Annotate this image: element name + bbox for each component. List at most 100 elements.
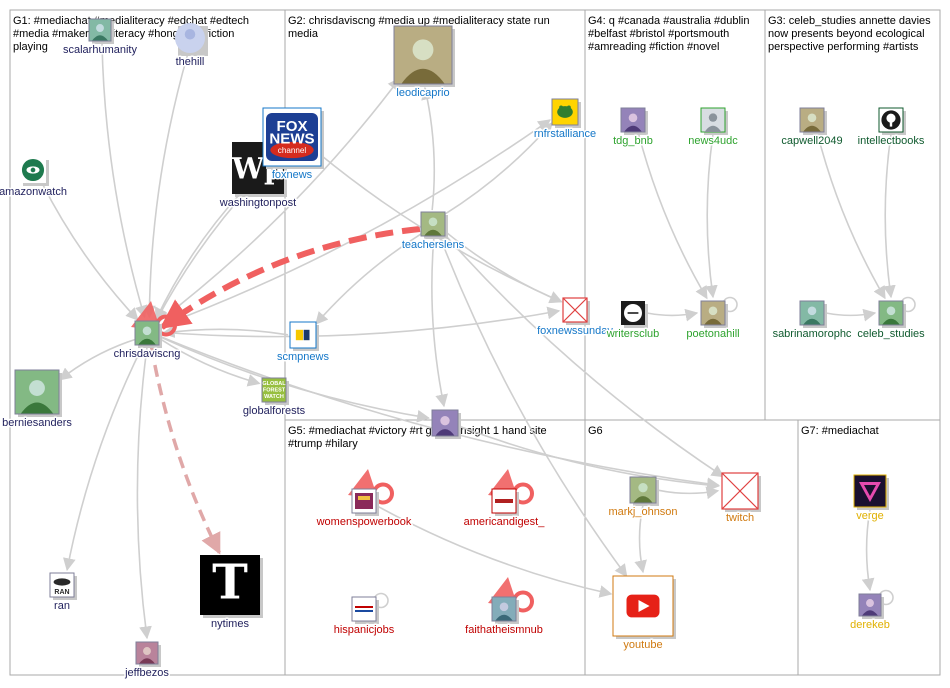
node-label-hispanicjobs: hispanicjobs bbox=[334, 624, 395, 636]
globalforests-badge-line-1: GLOBAL bbox=[262, 381, 286, 387]
edge-chrisdaviscng-to-berniesanders bbox=[58, 338, 135, 381]
node-verge[interactable]: verge bbox=[853, 474, 889, 524]
edge-chrisdaviscng-to-rnfrstalliance bbox=[159, 119, 552, 328]
node-label-youtube: youtube bbox=[623, 639, 662, 651]
user-avatar-icon bbox=[858, 593, 882, 617]
node-label-twitch: twitch bbox=[726, 512, 754, 524]
node-scalarhumanity[interactable]: scalarhumanity bbox=[62, 18, 139, 58]
node-derekeb[interactable]: derekeb bbox=[849, 593, 891, 633]
node-hispanicjobs[interactable]: hispanicjobs bbox=[332, 596, 396, 638]
edge-chrisdaviscng-to-globalforests bbox=[159, 338, 261, 387]
node-writersclub[interactable]: writersclub bbox=[604, 301, 661, 342]
node-scmpnews[interactable]: scmpnews bbox=[276, 321, 331, 365]
edge-teacherslens-to-chrisdaviscng bbox=[159, 226, 421, 330]
edge-chrisdaviscng-to-ran bbox=[63, 345, 144, 572]
node-label-sabrinamorophc: sabrinamorophc bbox=[773, 328, 852, 340]
group-title-g6-line-1: G6 bbox=[588, 425, 603, 437]
scmp-logo-icon bbox=[289, 321, 317, 349]
edge-teacherslens-to-g2woman bbox=[431, 237, 448, 408]
americandigest-logo-icon bbox=[491, 488, 517, 514]
node-chrisdaviscng[interactable]: chrisdaviscng bbox=[112, 320, 182, 362]
foxnews-badge-line-1: FOX bbox=[277, 118, 308, 135]
node-faithatheismnub[interactable]: faithatheismnub bbox=[464, 596, 544, 638]
thehill-logo-icon bbox=[175, 23, 205, 53]
edge-teacherslens-to-twitch bbox=[442, 232, 725, 478]
node-g2woman[interactable] bbox=[431, 409, 461, 439]
node-rnfrstalliance[interactable]: rnfrstalliance bbox=[532, 98, 598, 142]
edge-chrisdaviscng-to-foxnewssunday bbox=[160, 306, 561, 338]
node-label-americandigest_: americandigest_ bbox=[464, 516, 546, 528]
node-foxnewssunday[interactable]: foxnewssunday bbox=[536, 297, 615, 339]
user-avatar-icon bbox=[134, 320, 160, 346]
user-avatar-icon bbox=[14, 369, 60, 415]
node-label-tdg_bnb: tdg_bnb bbox=[613, 135, 653, 147]
frog-logo-icon bbox=[551, 98, 579, 126]
icon-frame bbox=[88, 18, 112, 42]
node-news4udc[interactable]: news4udc bbox=[687, 107, 740, 149]
verge-logo-icon bbox=[853, 474, 887, 508]
icon-frame bbox=[551, 98, 579, 126]
icon-frame bbox=[49, 572, 75, 598]
group-title-g4-line-3: #amreading #fiction #novel bbox=[588, 41, 719, 53]
node-intellectbooks[interactable]: intellectbooks bbox=[856, 107, 926, 149]
ran-logo-icon: RAN bbox=[49, 572, 75, 598]
node-label-chrisdaviscng: chrisdaviscng bbox=[114, 348, 181, 360]
user-avatar-icon bbox=[420, 211, 446, 237]
icon-frame bbox=[261, 377, 287, 403]
node-label-amazonwatch: amazonwatch bbox=[0, 186, 67, 198]
node-sabrinamorophc[interactable]: sabrinamorophc bbox=[771, 300, 853, 342]
node-label-celeb_studies: celeb_studies bbox=[857, 328, 925, 340]
globalforests-badge-line-3: WATCH bbox=[264, 394, 284, 400]
node-youtube[interactable]: youtube bbox=[612, 575, 676, 653]
icon-frame bbox=[431, 409, 459, 437]
group-title-g4-line-2: #belfast #bristol #portsmouth bbox=[588, 28, 729, 40]
node-twitch[interactable]: twitch bbox=[721, 472, 761, 526]
edge-teacherslens-to-leodicaprio bbox=[421, 86, 436, 211]
node-capwell2049[interactable]: capwell2049 bbox=[780, 107, 844, 149]
icon-frame bbox=[134, 320, 160, 346]
edge-sabrinamorophc-to-celeb_studies bbox=[825, 308, 877, 322]
user-avatar-icon bbox=[799, 300, 825, 326]
nytimes-logo-icon: T bbox=[200, 555, 260, 615]
node-teacherslens[interactable]: teacherslens bbox=[400, 211, 466, 253]
node-markj_ohnson[interactable]: markj_ohnson bbox=[607, 476, 679, 520]
writersclub-logo-icon bbox=[621, 301, 645, 325]
book-logo-icon bbox=[351, 488, 377, 514]
intellect-logo-icon bbox=[878, 107, 904, 133]
node-jeffbezos[interactable]: jeffbezos bbox=[123, 641, 171, 681]
foxnews-badge-line-2: NEWS bbox=[269, 130, 314, 147]
icon-frame bbox=[629, 476, 657, 504]
icon-frame bbox=[491, 596, 517, 622]
node-womenspowerbook[interactable]: womenspowerbook bbox=[314, 488, 413, 530]
node-label-scmpnews: scmpnews bbox=[277, 351, 329, 363]
edge-chrisdaviscng-to-jeffbezos bbox=[136, 346, 152, 640]
node-berniesanders[interactable]: berniesanders bbox=[1, 369, 74, 431]
node-label-berniesanders: berniesanders bbox=[2, 417, 72, 429]
group-title-g3-line-3: perspective performing #artists bbox=[768, 41, 919, 53]
node-label-scalarhumanity: scalarhumanity bbox=[63, 44, 137, 56]
user-avatar-icon bbox=[491, 596, 517, 622]
edge-tdg_bnb-to-poetonahill bbox=[637, 132, 708, 300]
node-amazonwatch[interactable]: amazonwatch bbox=[0, 157, 68, 200]
node-label-rnfrstalliance: rnfrstalliance bbox=[534, 128, 596, 140]
group-title-g2-line-1: G2: chrisdaviscng #media up #medialitera… bbox=[288, 15, 550, 27]
edge-verge-to-derekeb bbox=[861, 508, 875, 592]
group-box-g7 bbox=[797, 419, 941, 676]
icon-frame bbox=[700, 300, 726, 326]
user-avatar-icon bbox=[620, 107, 646, 133]
edge-writersclub-to-poetonahill bbox=[646, 308, 699, 322]
node-label-jeffbezos: jeffbezos bbox=[124, 667, 169, 679]
node-poetonahill[interactable]: poetonahill bbox=[685, 300, 741, 342]
node-celeb_studies[interactable]: celeb_studies bbox=[856, 300, 927, 342]
node-leodicaprio[interactable]: leodicaprio bbox=[393, 25, 455, 101]
node-americandigest_[interactable]: americandigest_ bbox=[462, 488, 547, 530]
edge-womenspowerbook-to-youtube bbox=[376, 505, 613, 598]
node-tdg_bnb[interactable]: tdg_bnb bbox=[612, 107, 654, 149]
node-thehill[interactable]: thehill bbox=[174, 23, 208, 70]
foxnews-badge-line-3: channel bbox=[278, 146, 307, 155]
